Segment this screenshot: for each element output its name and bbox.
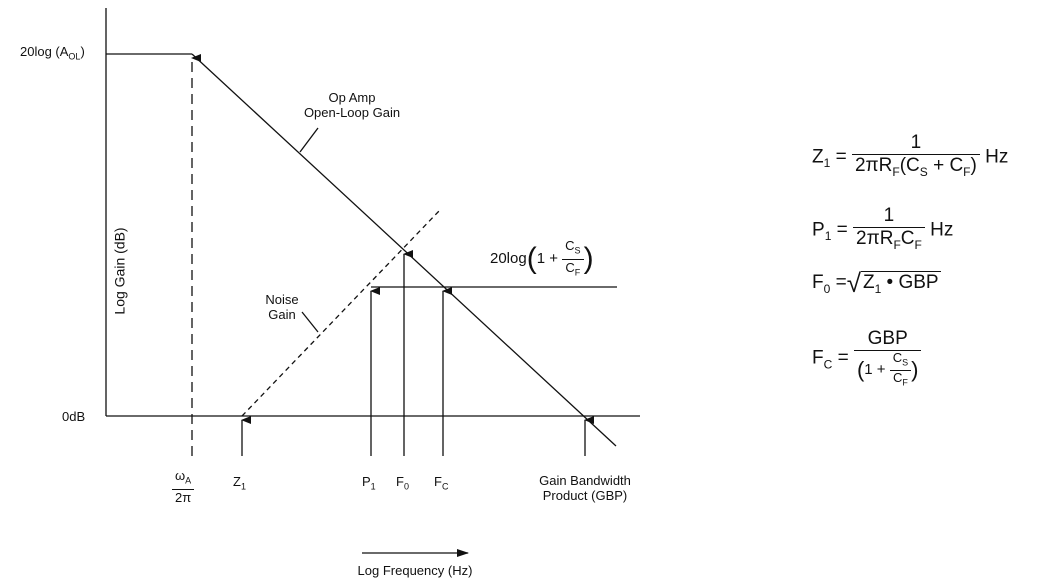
eq-f0-lhs-sub: 0 (823, 281, 831, 296)
x-axis-label: Log Frequency (Hz) (357, 563, 473, 578)
plateau-den-sub: F (574, 267, 581, 278)
p1-label-text: P (362, 474, 371, 489)
noise-gain-label: Noise Gain (250, 292, 314, 322)
eq-f0-radicand: Z1 • GBP (860, 271, 941, 296)
plateau-den: C (565, 259, 575, 275)
open-loop-leader (299, 127, 319, 153)
f0-label-text: F (396, 474, 404, 489)
eq-z1-den-c-sub: F (963, 164, 971, 179)
gbp-label: Gain Bandwidth Product (GBP) (525, 473, 645, 503)
eq-fc-fraction: GBP (1 + CS CF ) (853, 328, 922, 389)
eq-fc-inner-den-sub: F (902, 377, 908, 388)
eq-fc-equals: = (837, 347, 849, 369)
plateau-paren-open: ( (526, 242, 537, 276)
noise-gain-label-line2: Gain (268, 307, 296, 322)
eq-p1: P1 = 1 2πRFCF Hz (812, 205, 953, 256)
eq-fc-num: GBP (867, 328, 908, 349)
omega-label: ωA 2π (172, 468, 195, 505)
plateau-one-plus: 1 + (536, 250, 558, 268)
eq-z1: Z1 = 1 2πRF(CS + CF) Hz (812, 132, 1008, 183)
eq-p1-lhs: P (812, 219, 825, 241)
open-loop-label-line2: Open-Loop Gain (303, 105, 401, 120)
omega-den: 2π (172, 488, 195, 505)
eq-z1-den-a: 2πR (854, 155, 893, 176)
plateau-fraction: CS CF (562, 238, 584, 280)
fc-label: FC (434, 474, 448, 495)
f0-label: F0 (396, 474, 409, 495)
eq-fc-one-plus: 1 + (864, 361, 886, 379)
fc-label-text: F (434, 474, 442, 489)
f0-label-sub: 0 (403, 481, 409, 492)
eq-p1-unit: Hz (930, 219, 954, 241)
eq-z1-lhs: Z (812, 146, 824, 168)
eq-p1-fraction: 1 2πRFCF (853, 205, 925, 256)
gbp-label-line2: Product (GBP) (542, 488, 628, 503)
noise-gain-rise (241, 209, 441, 417)
eq-f0-rad-a-sub: 1 (874, 281, 882, 296)
eq-z1-num: 1 (910, 132, 922, 153)
eq-p1-den-a: 2πR (856, 228, 894, 249)
eq-z1-den-b: (C (899, 155, 920, 176)
noise-gain-label-line1: Noise (265, 292, 299, 307)
eq-z1-den-c: + C (927, 155, 964, 176)
eq-fc-paren-close: ) (911, 357, 919, 383)
z1-label-sub: 1 (240, 481, 246, 492)
eq-fc-inner-num-sub: S (902, 357, 909, 368)
eq-fc-inner-num: C (892, 350, 903, 365)
eq-z1-den-d: ) (970, 155, 977, 176)
y-tick-zero: 0dB (62, 409, 86, 424)
fc-label-sub: C (441, 481, 449, 492)
eq-f0-rad-a: Z (862, 272, 875, 293)
p1-label-sub: 1 (370, 481, 376, 492)
eq-fc-inner-den: C (892, 369, 903, 385)
y-tick-aol-close: ) (80, 44, 85, 59)
omega-num-sub: A (185, 475, 192, 486)
eq-p1-equals: = (836, 219, 848, 241)
eq-z1-equals: = (835, 146, 847, 168)
eq-z1-lhs-sub: 1 (823, 156, 831, 171)
z1-label: Z1 (233, 474, 246, 495)
z1-label-text: Z (233, 474, 241, 489)
plateau-num: C (565, 238, 575, 253)
gbp-label-line1: Gain Bandwidth (539, 473, 631, 488)
eq-fc-lhs: F (812, 347, 824, 369)
open-loop-label-line1: Op Amp (328, 90, 376, 105)
plateau-prefix: 20log (490, 250, 527, 268)
eq-z1-den-b-sub: S (919, 164, 928, 179)
eq-p1-den-b: C (900, 228, 915, 249)
eq-fc-lhs-sub: C (823, 357, 833, 372)
omega-num: ω (175, 468, 186, 483)
eq-fc: FC = GBP (1 + CS CF ) (812, 328, 922, 389)
y-tick-aol-sub: OL (68, 51, 81, 62)
radical-sign: √ (846, 268, 861, 298)
plateau-paren-close: ) (583, 242, 594, 276)
eq-f0-equals: = (835, 272, 847, 293)
y-tick-aol: 20log (AOL) (20, 44, 85, 65)
eq-p1-den-b-sub: F (914, 237, 922, 252)
p1-label: P1 (362, 474, 376, 495)
plateau-label: 20log(1 + CS CF ) (490, 238, 594, 280)
noise-gain-leader (301, 311, 319, 333)
plateau-num-sub: S (574, 245, 581, 256)
eq-z1-den-a-sub: F (892, 164, 900, 179)
eq-f0-rad-b: • GBP (881, 272, 939, 293)
eq-p1-num: 1 (883, 205, 895, 226)
eq-z1-fraction: 1 2πRF(CS + CF) (851, 132, 980, 183)
omega-fraction: ωA 2π (172, 468, 195, 505)
eq-z1-unit: Hz (985, 146, 1009, 168)
open-loop-label: Op Amp Open-Loop Gain (292, 90, 412, 120)
eq-p1-lhs-sub: 1 (824, 229, 832, 244)
eq-p1-den-a-sub: F (893, 237, 901, 252)
y-axis-label: Log Gain (dB) (111, 227, 128, 315)
eq-fc-inner-fraction: CS CF (889, 350, 912, 389)
eq-fc-den: (1 + CS CF ) (853, 350, 922, 389)
eq-f0-lhs: F (812, 272, 824, 293)
eq-f0: F0 =√Z1 • GBP (812, 268, 941, 300)
eq-fc-paren-open: ( (856, 357, 865, 383)
y-tick-aol-text: 20log (A (20, 44, 69, 59)
